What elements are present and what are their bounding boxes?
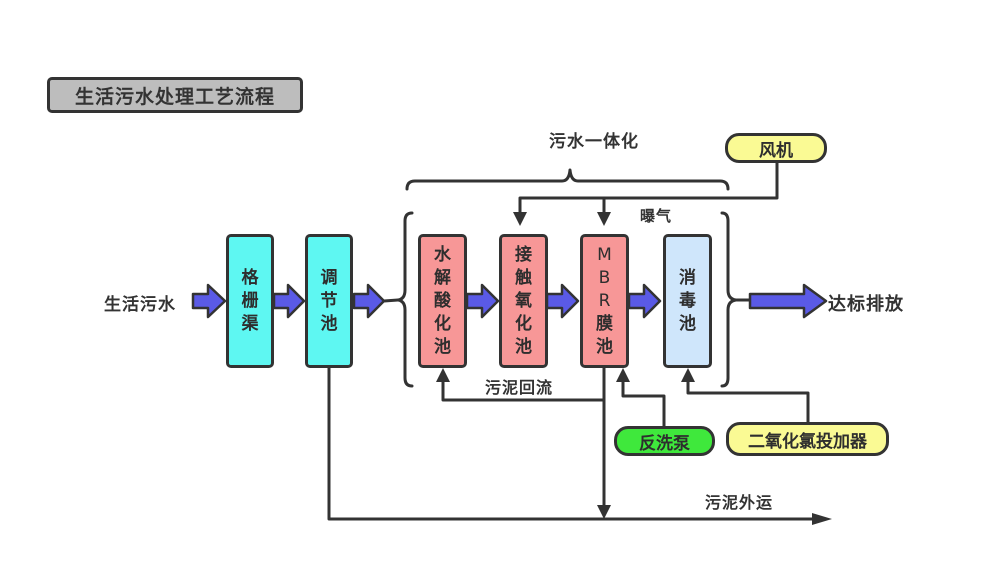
flow-arrow-5 <box>545 283 580 319</box>
chlorine-doser-label: 二氧化氯投加器 <box>748 431 867 452</box>
stage-char: 池 <box>596 336 613 357</box>
flow-arrow-2 <box>272 283 306 319</box>
stage-char: 渠 <box>241 313 259 334</box>
brace-connector-in <box>383 298 399 303</box>
arrowhead-mbr <box>597 212 611 226</box>
arrowhead-contact <box>513 212 527 226</box>
sludge-return-label: 污泥回流 <box>485 378 554 397</box>
chlorine-line <box>686 376 810 424</box>
chlorine-doser-box[interactable]: 二氧化氯投加器 <box>726 422 889 456</box>
stage-char: 酸 <box>434 290 451 311</box>
diagram-title: 生活污水处理工艺流程 <box>47 77 303 113</box>
stage-mbr[interactable]: M B R 膜 池 <box>580 234 629 368</box>
arrowhead-end <box>812 513 832 525</box>
stage-char: 池 <box>320 313 338 334</box>
flow-arrow-out <box>748 283 828 319</box>
stage-char: 池 <box>679 313 696 334</box>
stage-char: 化 <box>515 313 532 334</box>
stage-disinfection[interactable]: 消 毒 池 <box>663 234 712 368</box>
stage-char: 膜 <box>596 313 613 334</box>
output-label: 达标排放 <box>828 294 904 315</box>
group-left-brace <box>396 211 414 388</box>
backwash-pump-label: 反洗泵 <box>639 433 690 454</box>
blower-line <box>518 158 779 224</box>
stage-char: 池 <box>515 336 532 357</box>
group-top-brace <box>405 168 730 191</box>
stage-char: M <box>597 244 612 265</box>
stage-char: B <box>598 267 611 288</box>
arrowhead-sludge-out <box>597 505 611 519</box>
stage-char: 水 <box>434 244 451 265</box>
stage-grille[interactable]: 格 栅 渠 <box>226 234 274 368</box>
stage-char: 栅 <box>241 290 259 311</box>
flow-arrow-6 <box>627 283 662 319</box>
backwash-line <box>621 376 666 430</box>
stage-char: 触 <box>515 267 532 288</box>
stage-char: 接 <box>515 244 532 265</box>
stage-char: 解 <box>434 267 451 288</box>
stage-char: 池 <box>434 336 451 357</box>
stage-char: 化 <box>434 313 451 334</box>
arrowhead-return <box>436 368 450 382</box>
stage-char: 消 <box>679 267 696 288</box>
blower-label: 风机 <box>759 140 793 161</box>
stage-contact-oxidation[interactable]: 接 触 氧 化 池 <box>499 234 548 368</box>
stage-char: 节 <box>320 290 338 311</box>
stage-hydrolysis[interactable]: 水 解 酸 化 池 <box>418 234 467 368</box>
flow-arrow-1 <box>191 283 227 319</box>
stage-char: 格 <box>241 267 259 288</box>
sludge-out-label: 污泥外运 <box>705 493 774 512</box>
stage-equalization[interactable]: 调 节 池 <box>305 234 353 368</box>
group-label: 污水一体化 <box>549 132 639 152</box>
stage-char: R <box>598 290 611 311</box>
sludge-return-line <box>441 366 606 402</box>
stage-char: 氧 <box>515 290 532 311</box>
arrowhead-chlorine <box>681 368 695 382</box>
backwash-pump-box[interactable]: 反洗泵 <box>614 426 715 456</box>
blower-box[interactable]: 风机 <box>725 133 827 163</box>
arrowhead-backwash <box>616 368 630 382</box>
source-label: 生活污水 <box>104 295 176 315</box>
stage-char: 调 <box>320 267 338 288</box>
group-right-brace <box>720 211 738 388</box>
sludge-out-line <box>327 366 820 521</box>
flow-arrow-3 <box>352 283 386 319</box>
stage-char: 毒 <box>679 290 696 311</box>
flow-arrow-4 <box>465 283 500 319</box>
aeration-label: 曝气 <box>640 207 673 225</box>
